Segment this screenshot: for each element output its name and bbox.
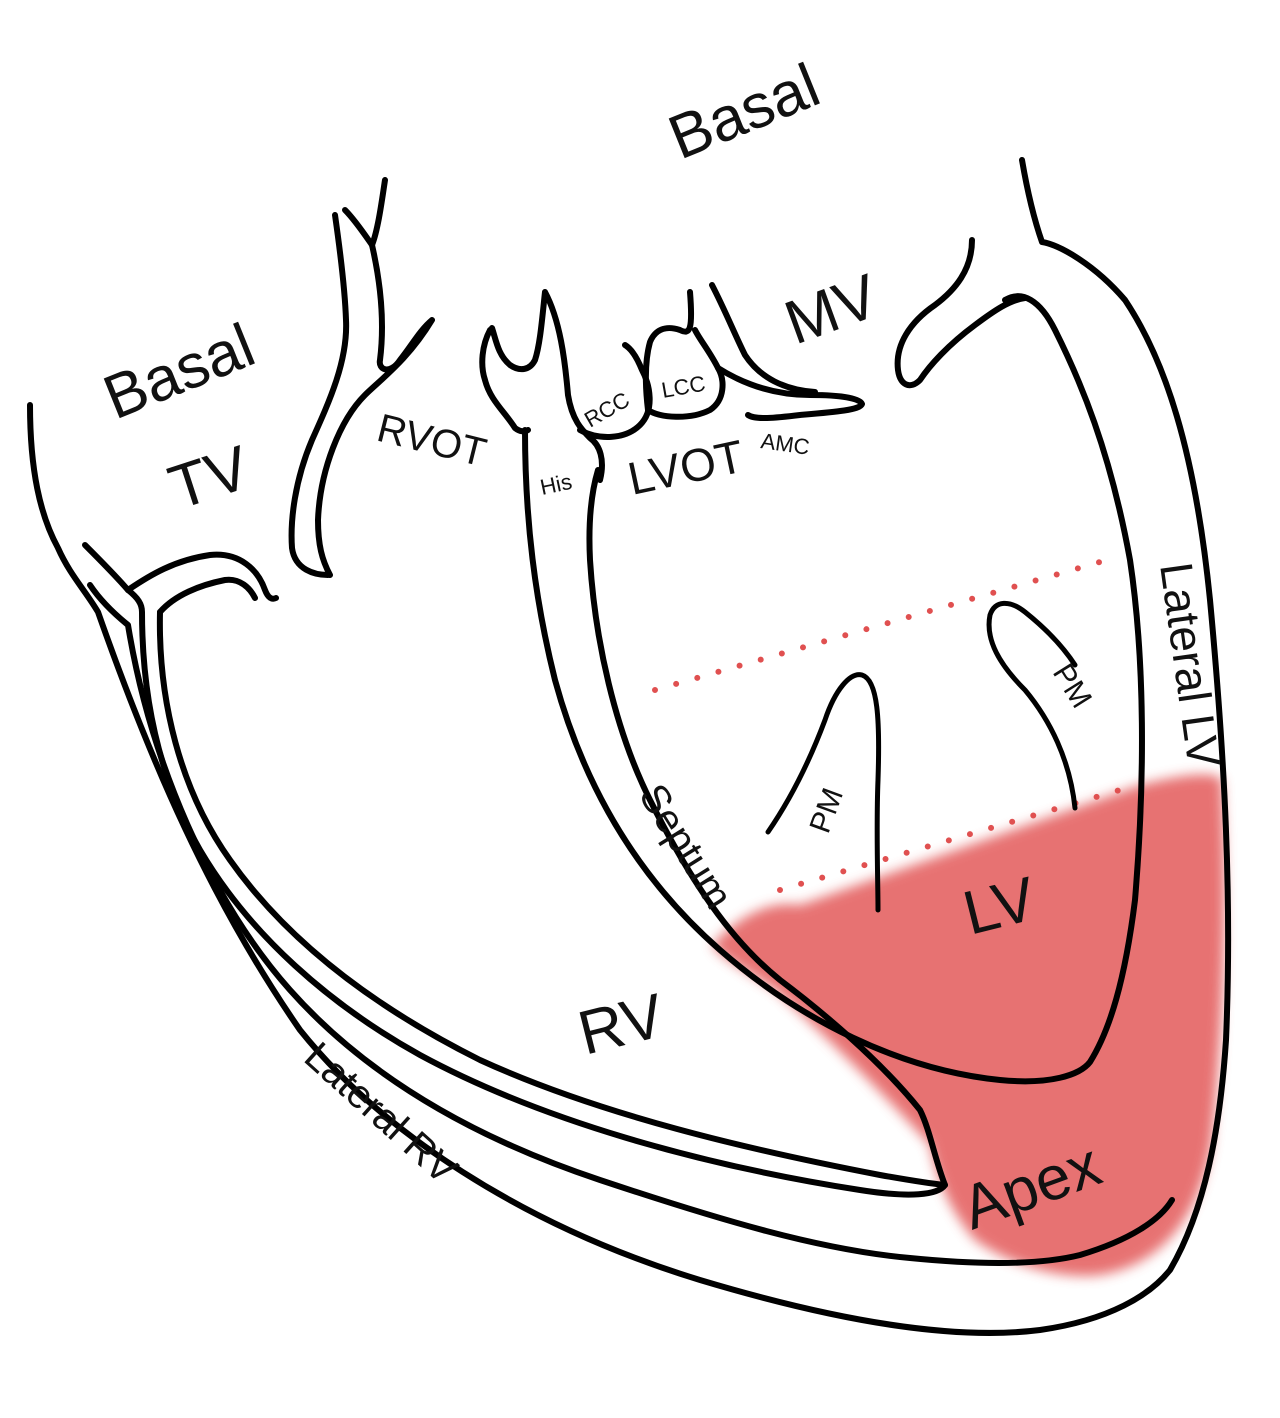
papillary-muscle-right: [986, 600, 1078, 811]
label-lv: LV: [957, 864, 1043, 948]
tricuspid-valve-leaflet: [82, 542, 948, 1198]
papillary-muscle-left: [765, 672, 882, 913]
label-septum: Septum: [630, 776, 740, 916]
label-rcc: RCC: [580, 387, 634, 433]
lv-septal-surface: [522, 293, 1145, 1085]
rvot-branch: [342, 177, 388, 248]
rv-septal-surface: [156, 467, 948, 1188]
label-rv: RV: [572, 981, 672, 1069]
label-mv: MV: [776, 261, 888, 358]
dotted-line-lower: [777, 787, 1123, 893]
label-lcc: LCC: [660, 371, 708, 403]
label-lateral-rv: Lateral RV: [296, 1034, 466, 1193]
posterior-mitral-leaflet: [894, 237, 1028, 389]
label-basal-top: Basal: [659, 51, 829, 173]
label-pm-right: PM: [1046, 658, 1098, 714]
tricuspid-valve-flap: [125, 551, 279, 615]
label-rvot: RVOT: [373, 406, 491, 475]
label-pm-left: PM: [804, 784, 850, 838]
amc-mitral-leaflet: [709, 282, 865, 421]
label-lvot: LVOT: [623, 430, 748, 505]
rvot-right-wall: [315, 242, 435, 578]
label-amc: AMC: [759, 428, 811, 460]
label-tv: TV: [161, 433, 258, 523]
outer-wall-outline: [27, 157, 1232, 1336]
label-his: His: [538, 469, 574, 500]
dotted-line-upper: [652, 559, 1103, 693]
apex-highlight: [712, 774, 1225, 1276]
lcc-cusp: [642, 289, 726, 420]
rvot-left-wall: [288, 212, 350, 578]
label-basal-left: Basal: [94, 311, 264, 433]
his-bundle-wall: [479, 289, 605, 483]
